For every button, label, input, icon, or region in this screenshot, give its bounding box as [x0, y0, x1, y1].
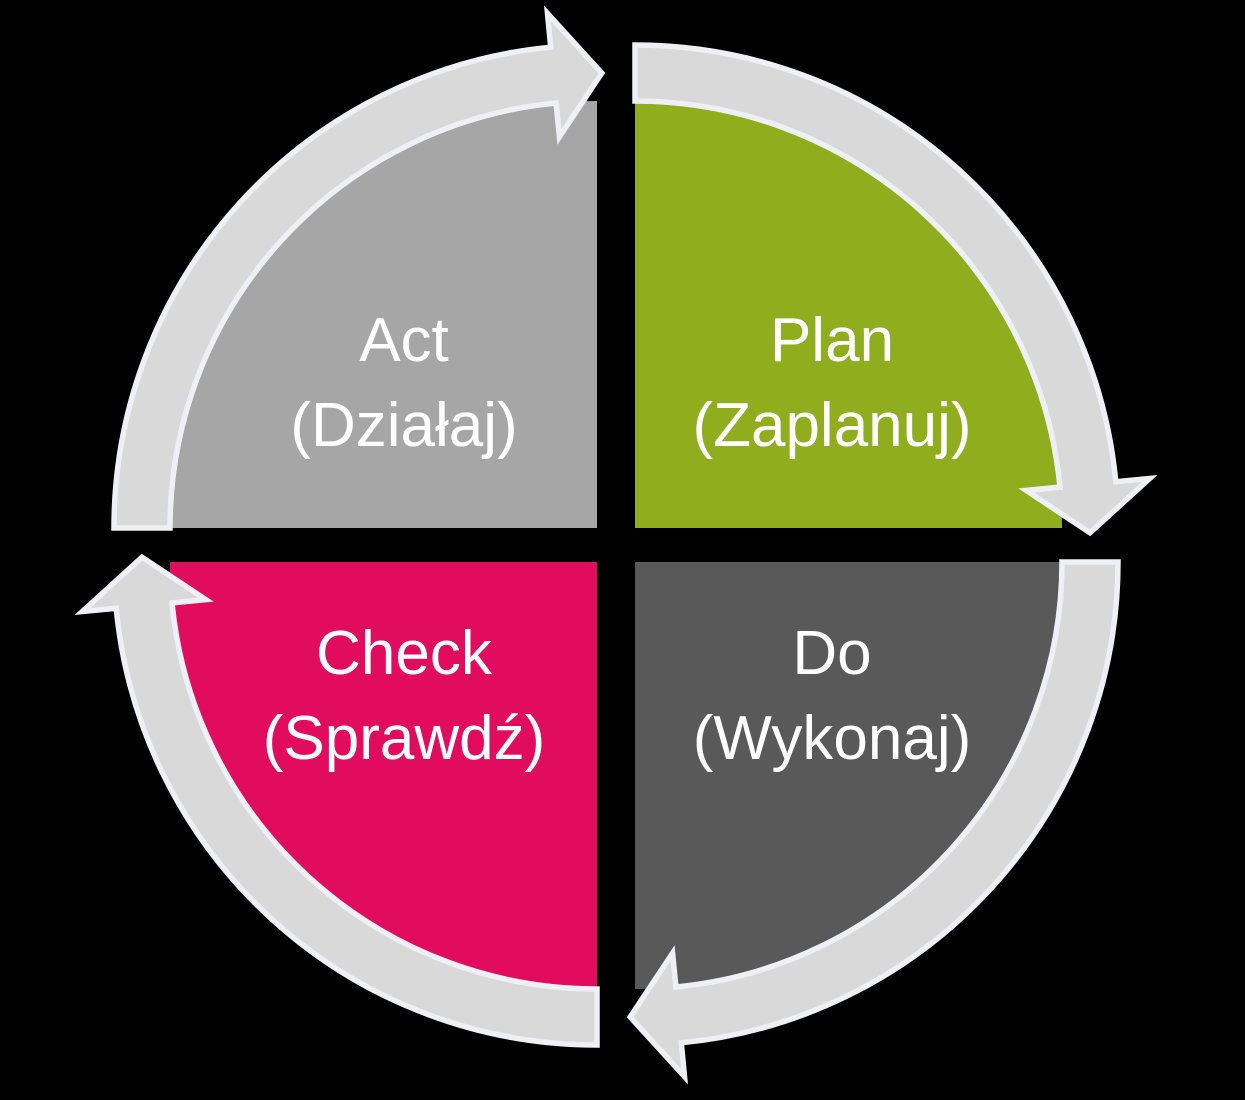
act-quadrant	[111, 5, 606, 531]
plan-quadrant	[632, 42, 1158, 537]
act-label-block: Act (Działaj)	[290, 298, 517, 468]
plan-label: Plan	[769, 306, 895, 375]
check-quadrant	[74, 553, 600, 1048]
do-translation-label: (Wykonaj)	[692, 704, 972, 773]
act-translation-label: (Działaj)	[290, 391, 518, 460]
do-quadrant-fill	[635, 562, 1062, 989]
check-quadrant-fill	[170, 562, 597, 989]
check-label-block: Check (Sprawdź)	[263, 611, 546, 781]
plan-to-do-arrow-icon	[632, 42, 1158, 537]
do-quadrant	[626, 559, 1121, 1085]
do-label: Do	[792, 619, 872, 688]
plan-label-block: Plan (Zaplanuj)	[692, 298, 971, 468]
check-translation-label: (Sprawdź)	[262, 704, 546, 773]
act-to-plan-arrow-icon	[111, 5, 606, 531]
plan-quadrant-fill	[635, 101, 1062, 528]
check-to-act-arrow-icon	[74, 553, 600, 1048]
check-label: Check	[316, 619, 492, 688]
plan-translation-label: (Zaplanuj)	[692, 391, 972, 460]
do-label-block: Do (Wykonaj)	[693, 611, 972, 781]
do-to-check-arrow-icon	[626, 559, 1121, 1085]
act-label: Act	[359, 306, 449, 375]
act-quadrant-fill	[170, 101, 597, 528]
